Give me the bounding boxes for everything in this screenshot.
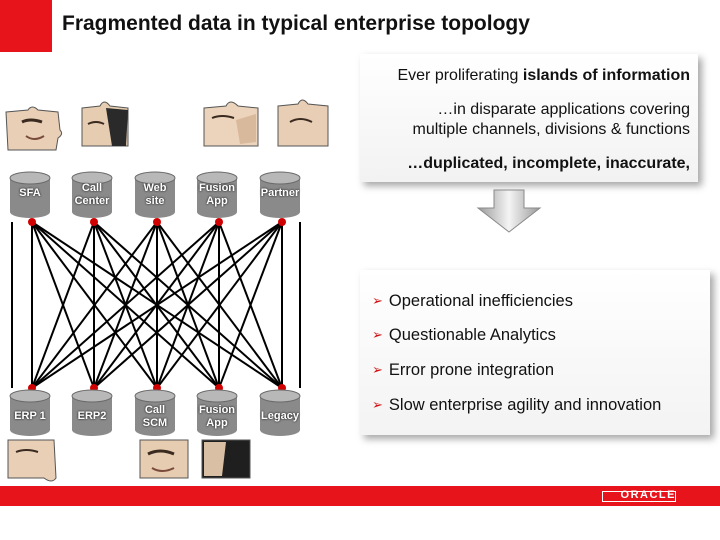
oracle-logo: ORACLE: [620, 489, 676, 501]
connection-line: [31, 221, 283, 389]
bullet-item: ➢Questionable Analytics: [372, 326, 556, 344]
footer-bar: [0, 486, 720, 506]
puzzle-face-image: [277, 99, 329, 147]
system-label: ERP2: [77, 410, 107, 422]
system-call-center: Call Center: [70, 170, 114, 220]
database-cylinder-icon: [9, 171, 51, 218]
database-cylinder-icon: [259, 171, 301, 218]
system-fusion-app-bottom: Fusion App: [195, 388, 239, 438]
system-label: Partner: [260, 187, 300, 199]
down-arrow-icon: [476, 189, 542, 233]
puzzle-face-image: [7, 439, 57, 482]
connection-line: [156, 221, 283, 389]
system-label: Fusion App: [198, 404, 236, 429]
system-erp1: ERP 1: [8, 388, 52, 438]
system-partner: Partner: [258, 170, 302, 220]
database-cylinder-icon: [196, 171, 238, 218]
database-cylinder-icon: [9, 389, 51, 436]
connector-node: [215, 218, 223, 226]
connector-node: [153, 218, 161, 226]
puzzle-face-image: [203, 101, 259, 147]
connection-line: [31, 221, 158, 389]
puzzle-face-image: [5, 106, 63, 151]
system-label: ERP 1: [14, 410, 46, 422]
connection-line: [31, 221, 95, 389]
system-sfa: SFA: [8, 170, 52, 220]
arrow-bullet-icon: ➢: [372, 293, 383, 308]
oracle-logo-frame: [602, 491, 676, 502]
brand-red-tab: [0, 0, 52, 52]
connector-node: [28, 218, 36, 226]
callout-line-1: Ever proliferating islands of informatio…: [397, 67, 690, 84]
system-label: Call Center: [74, 182, 110, 207]
database-cylinder-icon: [71, 389, 113, 436]
bullet-item: ➢Error prone integration: [372, 361, 554, 379]
database-cylinder-icon: [134, 389, 176, 436]
system-web-site: Web site: [133, 170, 177, 220]
system-label: Legacy: [261, 410, 299, 422]
arrow-bullet-icon: ➢: [372, 397, 383, 412]
callout-line-4: …duplicated, incomplete, inaccurate,: [407, 155, 690, 172]
connector-node: [90, 218, 98, 226]
database-cylinder-icon: [134, 171, 176, 218]
system-fusion-app-top: Fusion App: [195, 170, 239, 220]
bullet-item: ➢Operational inefficiencies: [372, 292, 573, 310]
system-label: Call SCM: [142, 404, 168, 429]
puzzle-face-image: [201, 439, 251, 479]
system-erp2: ERP2: [70, 388, 114, 438]
connection-line: [93, 221, 283, 389]
system-label: Web site: [143, 182, 167, 207]
connection-line: [218, 221, 283, 389]
callout-line-2: …in disparate applications covering: [437, 101, 690, 118]
database-cylinder-icon: [196, 389, 238, 436]
system-call-scm: Call SCM: [133, 388, 177, 438]
arrow-bullet-icon: ➢: [372, 362, 383, 377]
puzzle-face-image: [81, 101, 129, 147]
connection-line: [31, 221, 220, 389]
connector-node: [278, 218, 286, 226]
impact-bullet-box: ➢Operational inefficiencies ➢Questionabl…: [360, 270, 710, 435]
system-legacy: Legacy: [258, 388, 302, 438]
puzzle-face-image: [139, 439, 189, 479]
slide-title: Fragmented data in typical enterprise to…: [62, 12, 530, 35]
bullet-item: ➢Slow enterprise agility and innovation: [372, 396, 662, 414]
arrow-bullet-icon: ➢: [372, 327, 383, 342]
database-cylinder-icon: [71, 171, 113, 218]
islands-callout: Ever proliferating islands of informatio…: [360, 54, 698, 182]
system-label: Fusion App: [198, 182, 236, 207]
system-label: SFA: [19, 187, 41, 199]
database-cylinder-icon: [259, 389, 301, 436]
callout-line-3: multiple channels, divisions & functions: [412, 121, 690, 138]
